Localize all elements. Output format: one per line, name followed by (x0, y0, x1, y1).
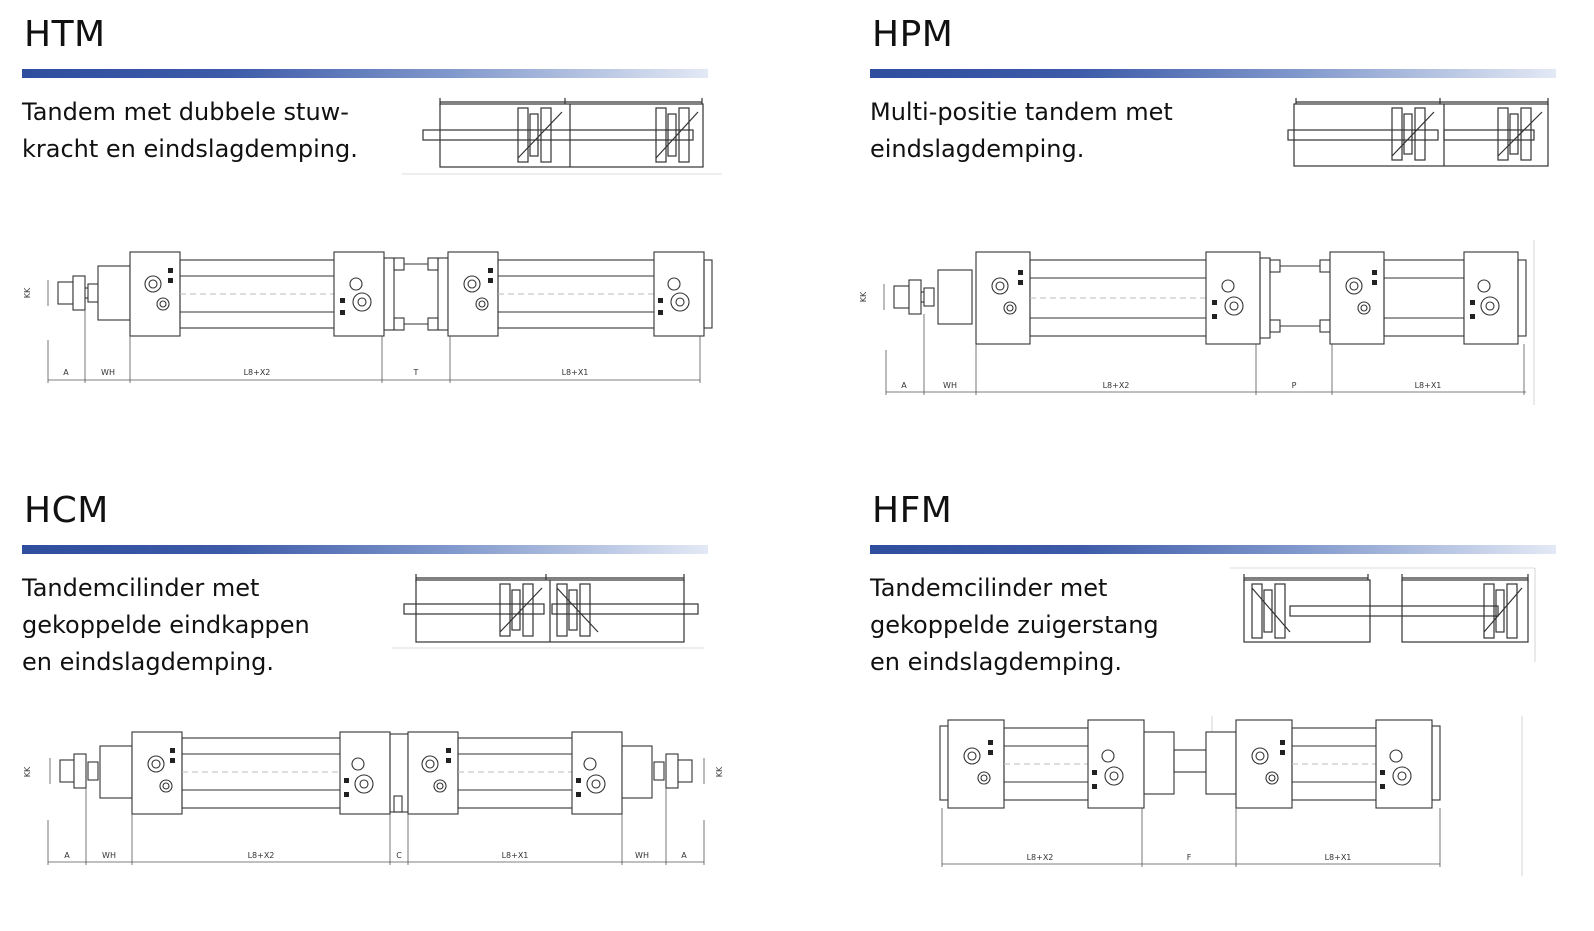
panel-title: HCM (24, 490, 109, 531)
description-line: eindslagdemping. (870, 135, 1085, 163)
dim-label: WH (102, 851, 116, 860)
dim-label: A (63, 368, 69, 377)
description-line: en eindslagdemping. (870, 648, 1122, 676)
title-underline (870, 69, 1556, 78)
dim-label: P (1292, 381, 1297, 390)
dim-label: WH (101, 368, 115, 377)
description-line: kracht en eindslagdemping. (22, 135, 358, 163)
dim-label: L8+X1 (1325, 853, 1352, 862)
panel-description: Tandem met dubbele stuw- kracht en einds… (22, 94, 402, 168)
description-line: Tandemcilinder met (870, 574, 1108, 602)
panel-hpm: HPM Multi-positie tandem met eindslagdem… (848, 0, 1588, 455)
title-underline (22, 545, 708, 554)
title-underline (870, 545, 1556, 554)
dim-label: L8+X2 (244, 368, 271, 377)
dim-label: T (413, 368, 419, 377)
description-line: Multi-positie tandem met (870, 98, 1173, 126)
schematic-diagram (392, 574, 704, 649)
schematic-diagram (1287, 98, 1549, 167)
dim-label: L8+X1 (1415, 381, 1442, 390)
description-line: en eindslagdemping. (22, 648, 274, 676)
description-line: gekoppelde zuigerstang (870, 611, 1159, 639)
dim-label: L8+X1 (502, 851, 529, 860)
panel-title: HTM (24, 14, 106, 55)
dim-label: WH (943, 381, 957, 390)
description-line: gekoppelde eindkappen (22, 611, 310, 639)
panel-description: Tandemcilinder met gekoppelde eindkappen… (22, 570, 402, 681)
description-line: Tandemcilinder met (22, 574, 260, 602)
technical-drawing: L8+X2 F L8+X1 (939, 716, 1523, 876)
dim-label: KK (23, 766, 32, 777)
panel-htm: HTM Tandem met dubbele stuw- kracht en e… (0, 0, 740, 455)
dim-label: A (64, 851, 70, 860)
title-underline (22, 69, 708, 78)
technical-drawing: KK A WH L8+X2 T L8+X1 (23, 251, 713, 383)
panel-description: Multi-positie tandem met eindslagdemping… (870, 94, 1250, 168)
technical-drawing: KK A WH L8+X2 C L8+X1 WH A KK (23, 731, 724, 865)
panel-description: Tandemcilinder met gekoppelde zuigerstan… (870, 570, 1250, 681)
technical-drawing: KK A WH L8+X2 P L8+X1 (859, 240, 1535, 405)
schematic-diagram (402, 98, 722, 175)
dim-label: L8+X2 (248, 851, 275, 860)
dim-label: KK (23, 287, 32, 298)
panel-hfm: HFM Tandemcilinder met gekoppelde zuiger… (848, 476, 1588, 931)
panel-hcm: HCM Tandemcilinder met gekoppelde eindka… (0, 476, 740, 931)
panel-title: HPM (872, 14, 954, 55)
dim-label: L8+X2 (1103, 381, 1130, 390)
dim-label: WH (635, 851, 649, 860)
panel-title: HFM (872, 490, 953, 531)
dim-label: A (901, 381, 907, 390)
dim-label: KK (859, 291, 868, 302)
dim-label: KK (715, 766, 724, 777)
dim-label: A (681, 851, 687, 860)
schematic-diagram (1230, 567, 1536, 662)
description-line: Tandem met dubbele stuw- (22, 98, 349, 126)
dim-label: F (1187, 853, 1192, 862)
dim-label: C (396, 851, 402, 860)
dim-label: L8+X2 (1027, 853, 1054, 862)
dim-label: L8+X1 (562, 368, 589, 377)
